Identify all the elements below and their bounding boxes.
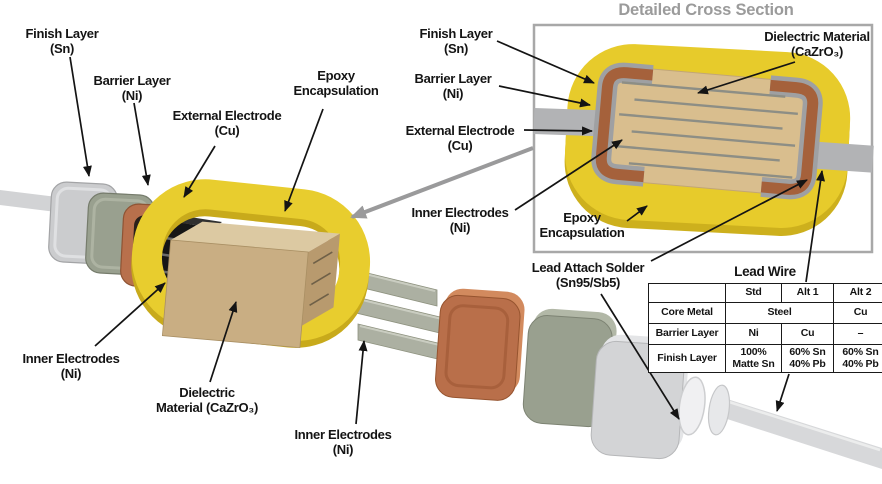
inset-lead-right <box>803 140 874 173</box>
table-col-alt1: Alt 1 <box>781 283 834 303</box>
cell-finish-std: 100% Matte Sn <box>725 344 782 373</box>
inset-pointer-arrow <box>350 146 534 219</box>
table-col-std: Std <box>725 283 782 303</box>
lead-wire-right <box>707 384 882 469</box>
table-col-alt2: Alt 2 <box>833 283 882 303</box>
cell-barrier-alt1: Cu <box>781 323 834 345</box>
label-finish-layer-left: Finish Layer(Sn) <box>25 26 99 57</box>
inset-label-dielectric-material: Dielectric Material(CaZrO₃) <box>764 29 870 60</box>
row-label-barrier-layer: Barrier Layer <box>648 323 726 345</box>
table-row-core-metal: Core Metal Steel Cu <box>648 302 882 324</box>
inset-termination-left <box>591 62 654 187</box>
cell-finish-alt1: 60% Sn 40% Pb <box>781 344 834 373</box>
table-corner-cell <box>648 283 726 303</box>
lead-wire-table: Std Alt 1 Alt 2 Core Metal Steel Cu Barr… <box>648 283 882 373</box>
table-row-finish-layer: Finish Layer 100% Matte Sn 60% Sn 40% Pb… <box>648 344 882 373</box>
lead-wire-table-title: Lead Wire <box>734 264 796 279</box>
dielectric-block <box>161 221 340 349</box>
cell-barrier-alt2: – <box>833 323 882 345</box>
cell-core-metal-std-alt1: Steel <box>725 302 834 324</box>
table-row-barrier-layer: Barrier Layer Ni Cu – <box>648 323 882 345</box>
inset-label-finish-layer: Finish Layer(Sn) <box>419 26 493 57</box>
inset-termination-right <box>760 75 823 200</box>
inset-ceramic-body <box>591 62 823 200</box>
row-label-core-metal: Core Metal <box>648 302 726 324</box>
row-label-finish-layer: Finish Layer <box>648 344 726 373</box>
label-external-electrode-left: External Electrode(Cu) <box>172 108 282 139</box>
cell-finish-alt2: 60% Sn 40% Pb <box>833 344 882 373</box>
leader-lines <box>69 40 826 425</box>
table-header-row: Std Alt 1 Alt 2 <box>648 283 882 303</box>
inset-label-external-electrode: External Electrode(Cu) <box>405 123 515 154</box>
label-barrier-layer-left: Barrier Layer(Ni) <box>93 73 171 104</box>
lead-wire-left <box>0 189 62 212</box>
label-lead-attach-solder: Lead Attach Solder(Sn95/Sb5) <box>531 260 645 291</box>
cell-core-metal-alt2: Cu <box>833 302 882 324</box>
inset-title: Detailed Cross Section <box>618 1 794 19</box>
external-electrode-cap-right <box>435 288 525 401</box>
label-inner-electrodes-right: Inner Electrodes(Ni) <box>294 427 392 458</box>
inset-label-barrier-layer: Barrier Layer(Ni) <box>414 71 492 102</box>
cell-barrier-std: Ni <box>725 323 782 345</box>
label-inner-electrodes-left: Inner Electrodes(Ni) <box>22 351 120 382</box>
solder-disc <box>678 376 706 436</box>
inset-label-inner-electrodes: Inner Electrodes(Ni) <box>411 205 509 236</box>
